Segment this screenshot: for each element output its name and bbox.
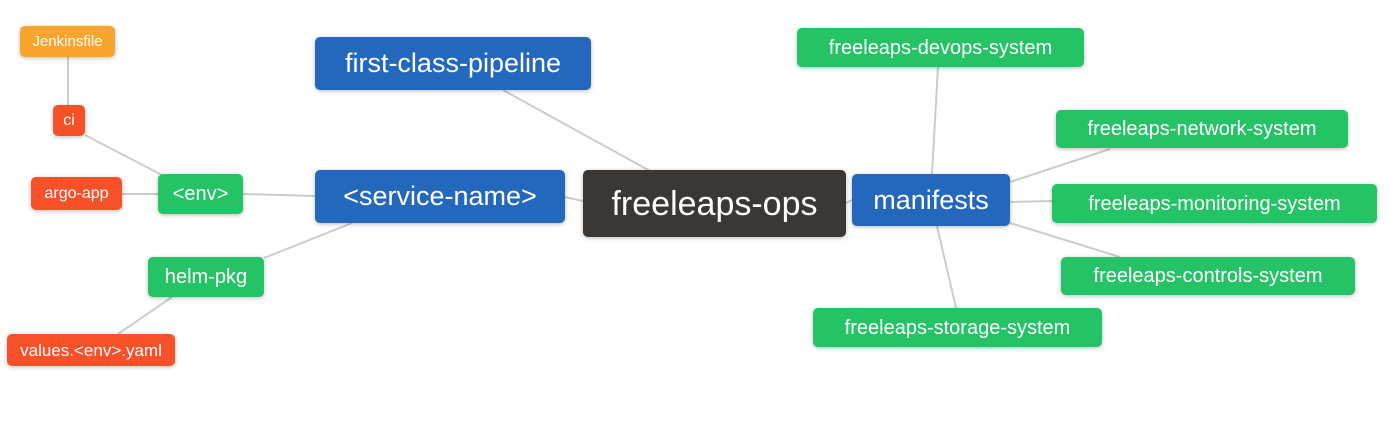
edge-manifests--freeleaps-devops-system [931, 66, 939, 175]
node-ci[interactable]: ci [53, 105, 85, 136]
edge-manifests--freeleaps-controls-system [1009, 222, 1121, 258]
node-first-class-pipeline[interactable]: first-class-pipeline [315, 37, 591, 90]
node-argo-app[interactable]: argo-app [31, 177, 122, 210]
edge-helm-pkg--values-env-yaml [117, 296, 173, 335]
node-freeleaps-monitoring-system[interactable]: freeleaps-monitoring-system [1052, 184, 1377, 223]
edge-manifests--freeleaps-storage-system [936, 225, 957, 309]
node-manifests[interactable]: manifests [852, 174, 1010, 226]
edge-service-name--freeleaps-ops [564, 196, 584, 202]
edge-service-name--helm-pkg [263, 222, 353, 259]
node-freeleaps-controls-system[interactable]: freeleaps-controls-system [1061, 257, 1355, 295]
node-freeleaps-ops[interactable]: freeleaps-ops [583, 170, 846, 237]
node-helm-pkg[interactable]: helm-pkg [148, 257, 264, 297]
node-jenkinsfile[interactable]: Jenkinsfile [20, 26, 115, 57]
node-freeleaps-storage-system[interactable]: freeleaps-storage-system [813, 308, 1102, 347]
edge-manifests--freeleaps-network-system [1009, 148, 1111, 183]
node-env[interactable]: <env> [158, 174, 243, 214]
node-freeleaps-devops-system[interactable]: freeleaps-devops-system [797, 28, 1084, 67]
node-service-name[interactable]: <service-name> [315, 170, 565, 223]
edge-env--service-name [242, 193, 316, 197]
edge-first-class-pipeline--freeleaps-ops [502, 89, 651, 172]
edge-manifests--freeleaps-monitoring-system [1009, 200, 1053, 203]
node-values-env-yaml[interactable]: values.<env>.yaml [7, 334, 175, 366]
node-freeleaps-network-system[interactable]: freeleaps-network-system [1056, 110, 1348, 148]
edge-ci--env [84, 134, 163, 176]
edge-freeleaps-ops--manifests [845, 199, 853, 204]
